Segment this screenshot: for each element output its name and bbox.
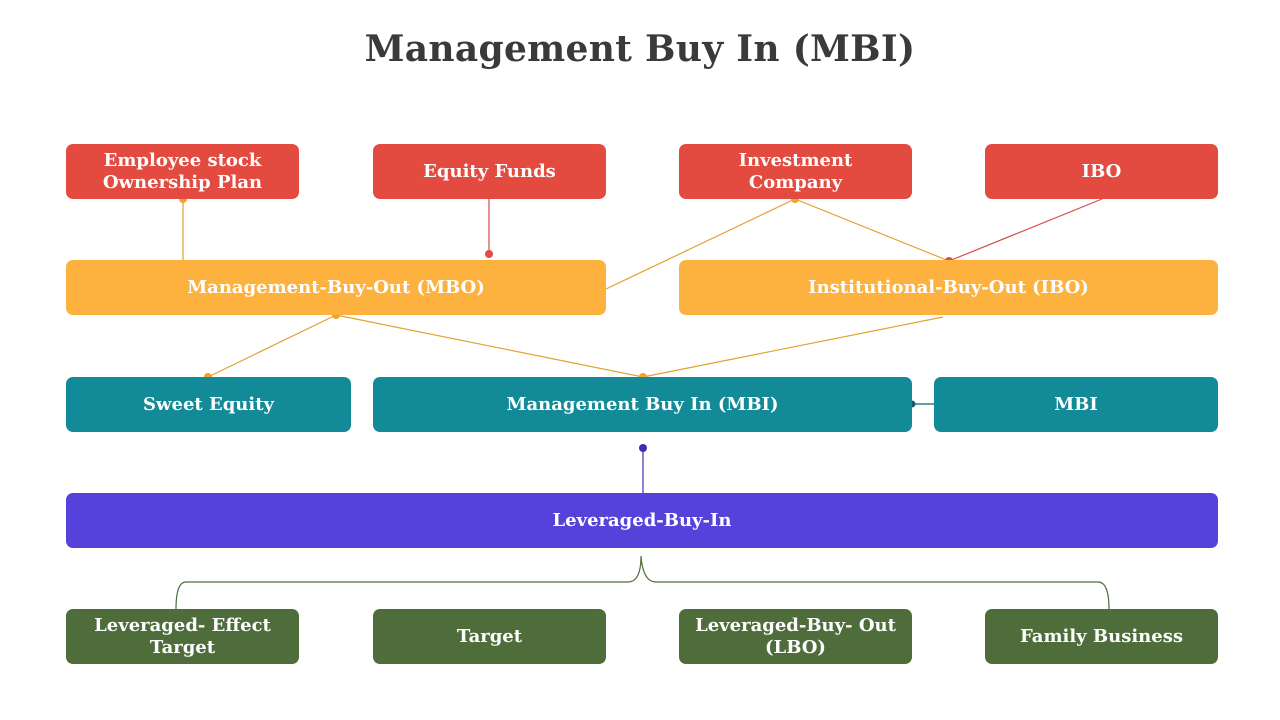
- box-target: Target: [373, 609, 606, 664]
- box-ibo: IBO: [985, 144, 1218, 199]
- connector-mbo-sweet: [207, 314, 337, 378]
- box-management-buy-in: Management Buy In (MBI): [373, 377, 912, 432]
- box-leveraged-effect-target: Leveraged- Effect Target: [66, 609, 299, 664]
- box-family-business: Family Business: [985, 609, 1218, 664]
- box-leveraged-buy-in: Leveraged-Buy-In: [66, 493, 1218, 548]
- connector-mbo-mbi: [335, 314, 644, 378]
- connector-dot: [639, 444, 647, 452]
- box-sweet-equity: Sweet Equity: [66, 377, 351, 432]
- box-mbi: MBI: [934, 377, 1218, 432]
- connector-ibo-ibo: [948, 198, 1103, 262]
- page-title: Management Buy In (MBI): [364, 28, 916, 70]
- connector-dot: [485, 250, 493, 258]
- box-equity-funds: Equity Funds: [373, 144, 606, 199]
- connector-investment-mbo: [605, 198, 796, 290]
- bracket-curly: [175, 555, 1110, 610]
- connector-ibo-mbi: [642, 316, 944, 378]
- box-leveraged-buy-out: Leveraged-Buy- Out (LBO): [679, 609, 912, 664]
- box-investment-company: Investment Company: [679, 144, 912, 199]
- box-institutional-buy-out: Institutional-Buy-Out (IBO): [679, 260, 1218, 315]
- connector-investment-ibo: [794, 198, 950, 262]
- box-management-buy-out: Management-Buy-Out (MBO): [66, 260, 606, 315]
- box-employee-stock-ownership-plan: Employee stock Ownership Plan: [66, 144, 299, 199]
